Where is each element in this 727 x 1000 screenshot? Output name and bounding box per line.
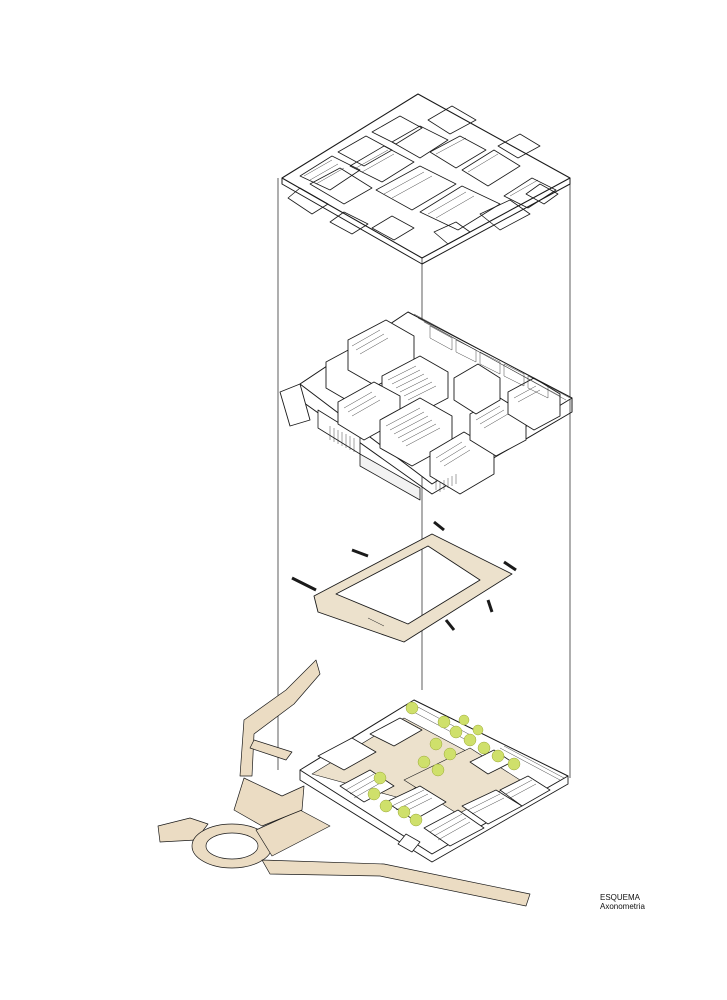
caption-title: ESQUEMA	[600, 893, 641, 902]
ground-roads	[157, 659, 531, 907]
drawing-caption: ESQUEMA Axonometria	[600, 893, 700, 911]
walkway-ring-layer	[291, 520, 517, 643]
caption-subtitle: Axonometria	[600, 902, 645, 911]
roof-layer	[281, 93, 571, 265]
ground-plinth	[299, 699, 569, 863]
building-upper-floor	[279, 311, 573, 501]
trees	[367, 701, 521, 827]
